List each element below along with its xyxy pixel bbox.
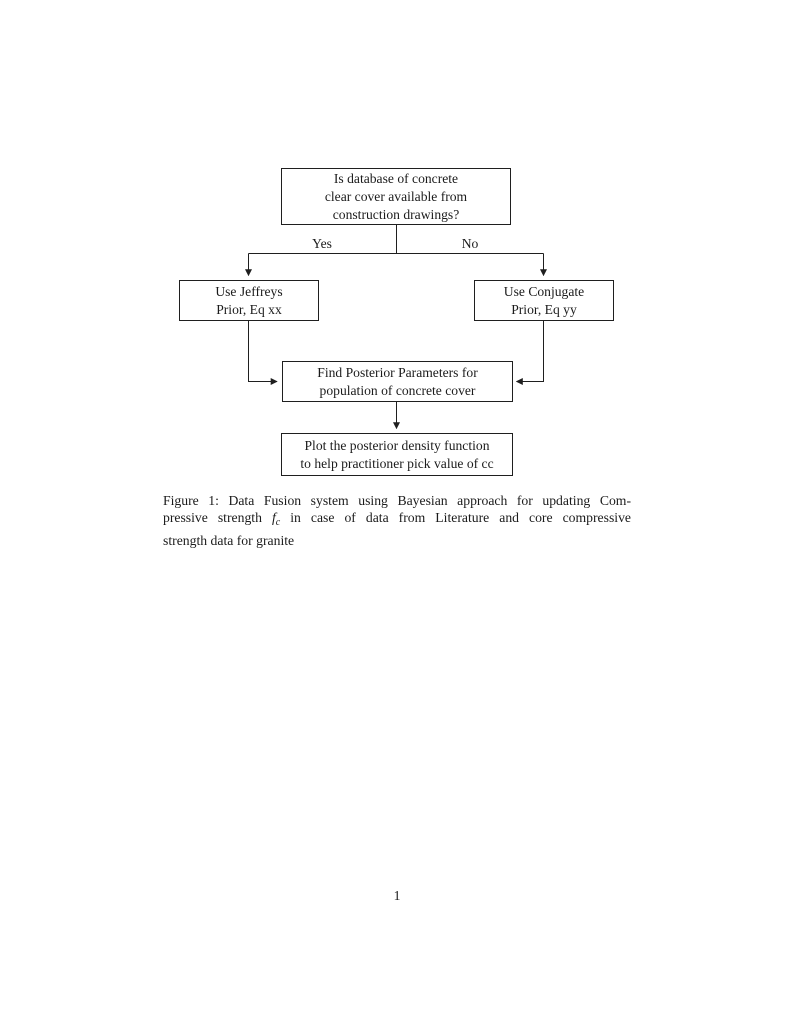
edge-label-no: No: [461, 236, 479, 251]
figure-caption-line2: pressive strength fc in case of data fro…: [163, 509, 631, 531]
caption-text-after-math: in case of data from Literature and core…: [280, 510, 631, 526]
figure-caption: Figure 1: Data Fusion system using Bayes…: [163, 492, 631, 549]
flowchart-node-posterior-parameters: Find Posterior Parameters for population…: [282, 361, 513, 402]
flowchart-node-jeffreys-prior: Use Jeffreys Prior, Eq xx: [179, 280, 319, 321]
figure-caption-line1: Figure 1: Data Fusion system using Bayes…: [163, 493, 631, 508]
flowchart-node-question: Is database of concrete clear cover avai…: [281, 168, 511, 225]
caption-text-before-math: pressive strength: [163, 510, 272, 526]
page-number: 1: [393, 888, 401, 903]
flowchart-node-conjugate-prior: Use Conjugate Prior, Eq yy: [474, 280, 614, 321]
figure-caption-line3: strength data for granite: [163, 532, 295, 548]
edge-jeffreys-to-posterior: [248, 321, 278, 385]
math-symbol-fc: f: [271, 510, 276, 526]
flowchart-node-plot-density: Plot the posterior density function to h…: [281, 433, 513, 476]
edge-label-yes: Yes: [312, 236, 332, 251]
math-subscript-c: c: [275, 517, 281, 529]
edge-conjugate-to-posterior: [515, 321, 544, 385]
